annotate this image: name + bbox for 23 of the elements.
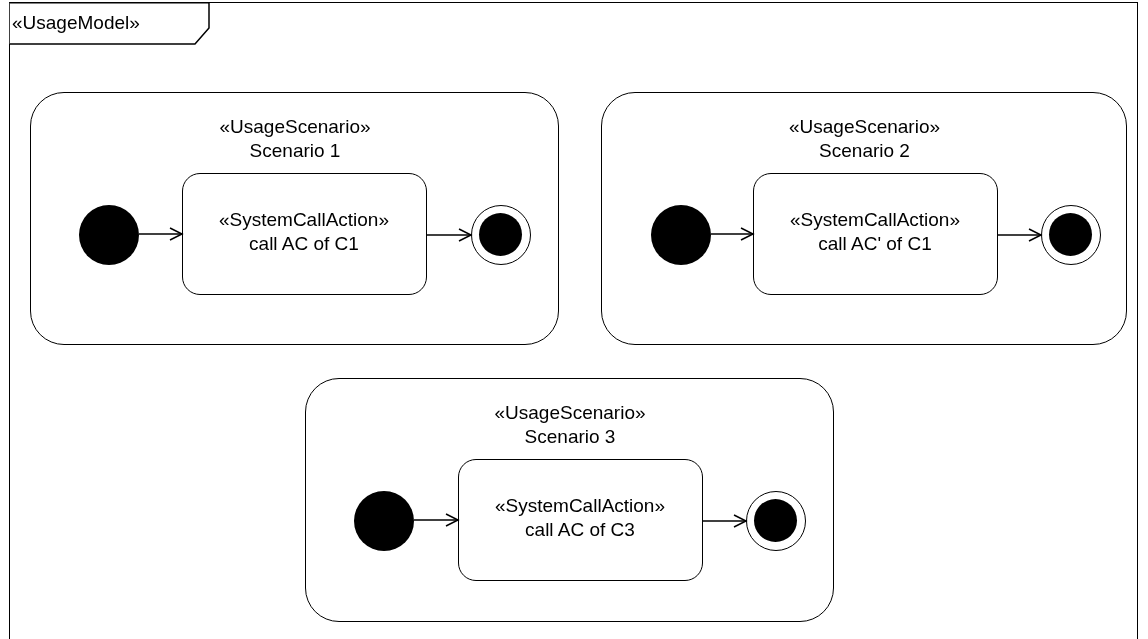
action-label: «SystemCallAction» call AC of C3 [494,494,666,542]
arrow [997,228,1042,242]
scenario-box [304,377,834,622]
arrow [138,227,183,241]
scenario-box [29,91,559,345]
arrow [702,514,747,528]
action-box [458,459,703,581]
action-box [753,173,998,295]
initial-node [79,205,139,265]
scenario-title: «UsageScenario» Scenario 3 [493,400,647,449]
arrow [413,513,459,527]
initial-node [651,205,711,265]
action-label: «SystemCallAction» call AC of C1 [218,208,390,256]
initial-node [354,491,414,551]
frame-label: «UsageModel» [12,11,140,35]
action-label: «SystemCallAction» call AC' of C1 [789,208,961,256]
arrow [710,227,754,241]
action-box [182,173,427,295]
arrow [426,228,472,242]
scenario-title: «UsageScenario» Scenario 2 [787,114,941,163]
frame-border [9,2,1138,639]
scenario-title: «UsageScenario» Scenario 1 [218,114,372,163]
scenario-box [600,91,1127,345]
